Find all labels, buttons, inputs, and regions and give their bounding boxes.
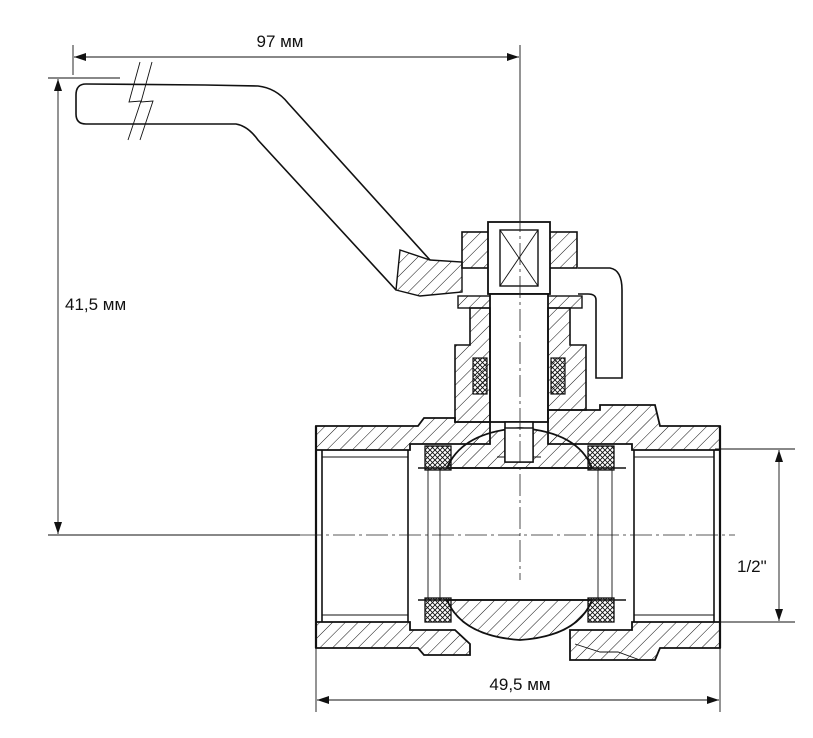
height-label: 41,5 мм — [65, 295, 126, 314]
handle-length-label: 97 мм — [256, 32, 303, 51]
dimension-height: 41,5 мм — [48, 77, 300, 536]
dimension-thread-size: 1/2" — [715, 448, 795, 623]
center-lines — [300, 210, 735, 580]
thread-size-label: 1/2" — [737, 557, 767, 576]
ball-seats — [424, 445, 615, 623]
valve-ball — [445, 427, 594, 641]
body-length-label: 49,5 мм — [489, 675, 550, 694]
valve-handle — [75, 61, 463, 297]
dimension-body-length: 49,5 мм — [315, 640, 721, 712]
dimension-handle-length: 97 мм — [72, 32, 521, 230]
